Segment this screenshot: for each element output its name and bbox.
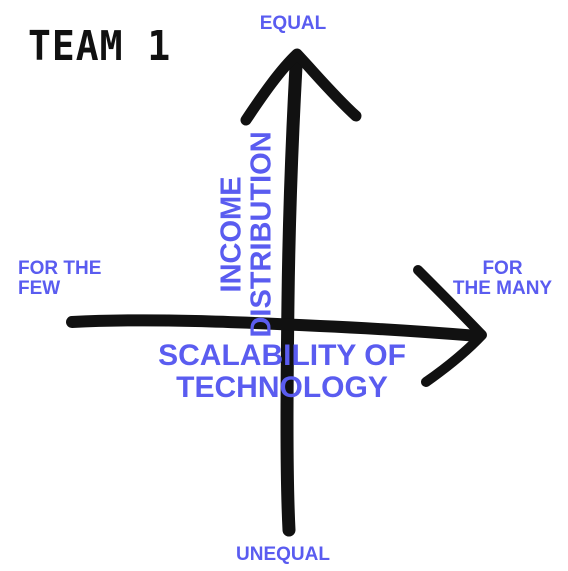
x-axis-label: SCALABILITY OF TECHNOLOGY [148,340,416,403]
horizontal-axis-arrowhead [413,265,487,387]
label-for-the-few-line1: FOR THE [18,258,102,279]
label-equal: EQUAL [259,13,327,34]
label-for-the-many-line2: THE MANY [452,277,553,299]
label-for-the-few: FOR THE FEW [18,259,143,299]
vertical-axis [280,59,303,537]
label-for-the-many-line1: FOR [482,258,523,279]
label-for-the-many: FOR THE MANY [440,259,565,299]
y-axis-label-line2: DISTRIBUTION [246,131,278,338]
y-axis-label: INCOME DISTRIBUTION [215,116,278,352]
label-for-the-few-line2: FEW [18,277,61,299]
x-axis-label-line1: SCALABILITY OF [158,339,406,372]
vertical-axis-arrowhead [240,48,362,126]
horizontal-axis [66,314,484,342]
team-title: TEAM 1 [28,22,172,70]
x-axis-label-line2: TECHNOLOGY [176,370,388,404]
y-axis-label-line1: INCOME [215,176,248,293]
label-unequal: UNEQUAL [236,544,330,565]
